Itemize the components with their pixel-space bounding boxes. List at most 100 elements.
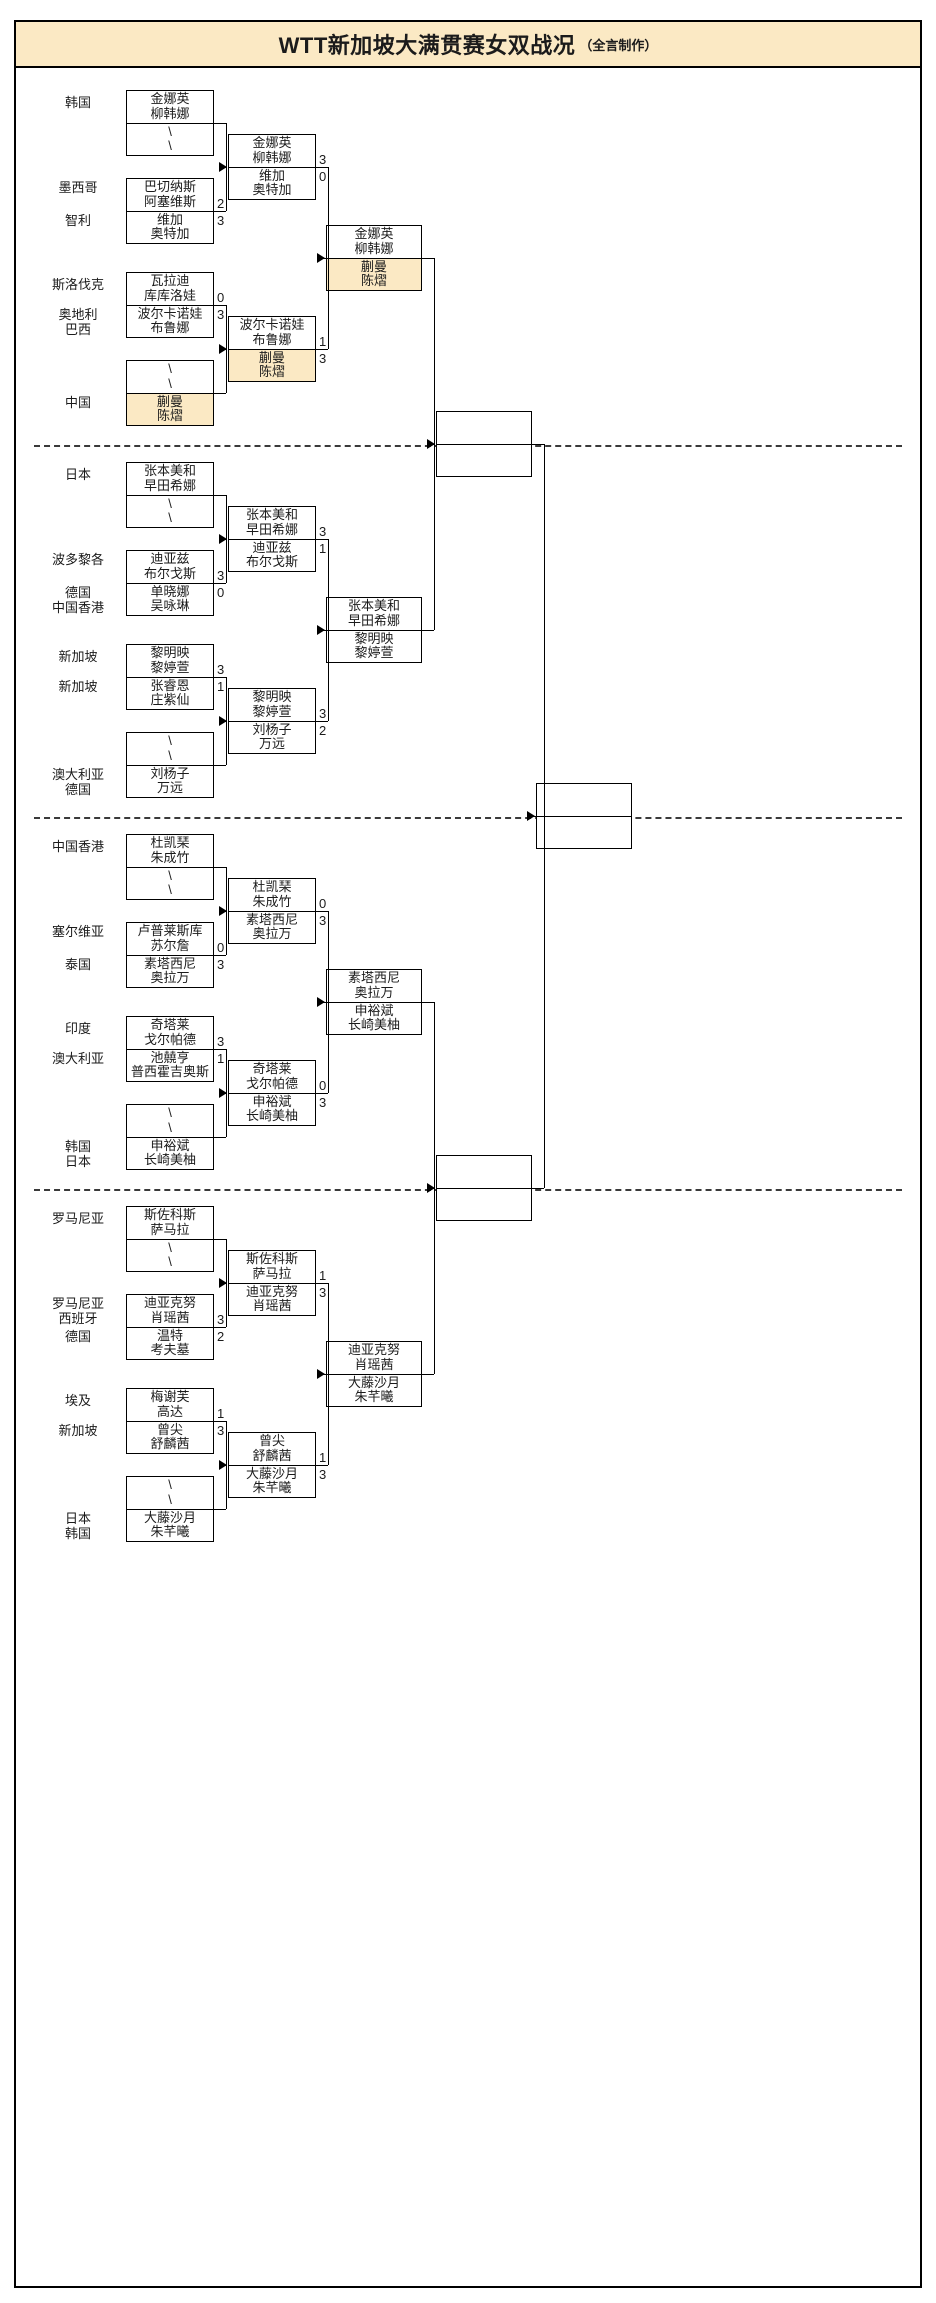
q3-qf-match[interactable]: 素塔西尼奥拉万申裕斌长崎美柚 <box>326 969 422 1035</box>
q4-r1-match-3[interactable]: 梅谢芙高达曾尖舒麟茜 <box>126 1388 214 1454</box>
connector-arrow <box>317 1369 325 1379</box>
connector-horizontal <box>214 955 226 956</box>
q2-r1-match-2[interactable]: 迪亚兹布尔戈斯单晓娜吴咏琳 <box>126 550 214 616</box>
q3-r1-match-3-top-score: 3 <box>217 1034 225 1049</box>
q4-r2-match-2-bottom-line1: 大藤沙月 <box>245 1465 298 1481</box>
q3-country-3: 塞尔维亚 <box>51 924 105 939</box>
q1-r1-match-4[interactable]: \\蒯曼陈熠 <box>126 360 214 426</box>
q4-r1-match-3-top-line2: 高达 <box>156 1403 183 1419</box>
q4-r1-match-1[interactable]: 斯佐科斯萨马拉\\ <box>126 1206 214 1272</box>
connector-horizontal <box>214 123 226 124</box>
q2-r1-match-3-top-line1: 黎明映 <box>150 645 190 661</box>
q3-r2-match-1[interactable]: 杜凯琹朱成竹素塔西尼奥拉万 <box>228 878 316 944</box>
q1-r1-match-2-bottom-score: 3 <box>217 213 225 228</box>
q3-r1-match-4-bottom-line1: 申裕斌 <box>150 1137 190 1153</box>
q4-country-5: 埃及 <box>64 1393 92 1408</box>
page-title: WTT新加坡大满贯赛女双战况 <box>278 33 576 58</box>
q4-qf-match-bottom-line2: 朱芊曦 <box>354 1389 394 1405</box>
q1-country-4: 智利 <box>64 213 92 228</box>
q1-qf-match-bottom-line2: 陈熠 <box>360 273 387 289</box>
q1-r1-match-2-top-line1: 巴切纳斯 <box>143 179 196 195</box>
q4-r1-match-4-bottom-line2: 朱芊曦 <box>150 1524 190 1540</box>
q4-country-1: 罗马尼亚 <box>51 1211 105 1226</box>
final-match[interactable] <box>536 783 632 849</box>
connector-horizontal <box>214 867 226 868</box>
q3-qf-match-bottom-line1: 申裕斌 <box>354 1002 394 1018</box>
q2-qf-match-top: 张本美和早田希娜 <box>327 598 421 630</box>
quadrant-divider-2 <box>34 817 902 819</box>
q2-r1-match-3-bottom-line2: 庄紫仙 <box>150 692 190 708</box>
q1-r2-match-2-bottom-line2: 陈熠 <box>258 364 285 380</box>
q2-country-5: 新加坡 <box>58 649 98 664</box>
q4-r1-match-4[interactable]: \\大藤沙月朱芊曦 <box>126 1476 214 1542</box>
q2-r1-match-4[interactable]: \\刘杨子万远 <box>126 732 214 798</box>
sf1-match[interactable] <box>436 411 532 477</box>
q2-r1-match-2-top-score: 3 <box>217 568 225 583</box>
q2-r2-match-1[interactable]: 张本美和早田希娜迪亚兹布尔戈斯 <box>228 506 316 572</box>
q1-r2-match-2-bottom-line1: 蒯曼 <box>258 349 285 365</box>
q2-r2-match-2-bottom-score: 2 <box>319 723 327 738</box>
q1-r2-match-2[interactable]: 波尔卡诺娃布鲁娜蒯曼陈熠 <box>228 316 316 382</box>
q3-r2-match-2[interactable]: 奇塔莱戈尔帕德申裕斌长崎美柚 <box>228 1060 316 1126</box>
q3-r1-match-3-top-line1: 奇塔莱 <box>150 1017 190 1033</box>
q1-qf-match-top: 金娜英柳韩娜 <box>327 226 421 258</box>
q1-r2-match-2-top-line2: 布鲁娜 <box>252 331 292 347</box>
q2-r2-match-1-bottom-line1: 迪亚兹 <box>252 539 292 555</box>
q3-country-8: 韩国日本 <box>64 1139 92 1169</box>
q3-qf-match-bottom-line2: 长崎美柚 <box>347 1017 400 1033</box>
q1-r1-match-1[interactable]: 金娜英柳韩娜\\ <box>126 90 214 156</box>
q3-r1-match-1[interactable]: 杜凯琹朱成竹\\ <box>126 834 214 900</box>
q4-r2-match-1-top-line1: 斯佐科斯 <box>245 1251 298 1267</box>
connector-horizontal <box>214 1421 226 1422</box>
q4-r1-match-3-bottom-line2: 舒麟茜 <box>150 1436 190 1452</box>
q4-qf-match-top: 迪亚克努肖瑶茜 <box>327 1342 421 1374</box>
sf2-match[interactable] <box>436 1155 532 1221</box>
q1-r1-match-2[interactable]: 巴切纳斯阿塞维斯维加奥特加 <box>126 178 214 244</box>
q2-r2-match-1-bottom-score: 1 <box>319 541 327 556</box>
q1-r1-match-3-top-line1: 瓦拉迪 <box>150 273 190 289</box>
q4-r2-match-1-top-score: 1 <box>319 1268 327 1283</box>
connector-arrow <box>427 439 435 449</box>
q4-r2-match-1[interactable]: 斯佐科斯萨马拉迪亚克努肖瑶茜 <box>228 1250 316 1316</box>
q4-r1-match-4-top-line2: \ <box>168 1491 172 1507</box>
q1-r2-match-1[interactable]: 金娜英柳韩娜维加奥特加 <box>228 134 316 200</box>
q1-r1-match-3[interactable]: 瓦拉迪库库洛娃波尔卡诺娃布鲁娜 <box>126 272 214 338</box>
connector-horizontal <box>316 349 328 350</box>
q2-r2-match-2-top: 黎明映黎婷萱 <box>229 689 315 721</box>
q4-r1-match-2-top-score: 3 <box>217 1312 225 1327</box>
connector-vertical <box>328 1283 329 1465</box>
q4-qf-match[interactable]: 迪亚克努肖瑶茜大藤沙月朱芊曦 <box>326 1341 422 1407</box>
q4-r1-match-2[interactable]: 迪亚克努肖瑶茜温特考夫墓 <box>126 1294 214 1360</box>
q4-r2-match-2[interactable]: 曾尖舒麟茜大藤沙月朱芊曦 <box>228 1432 316 1498</box>
q1-r1-match-2-top-score: 2 <box>217 196 225 211</box>
q1-qf-match-bottom-line1: 蒯曼 <box>360 258 387 274</box>
bracket-frame: WTT新加坡大满贯赛女双战况 （全言制作） 金娜英柳韩娜\\巴切纳斯阿塞维斯维加… <box>14 20 922 2288</box>
connector-horizontal <box>316 1465 328 1466</box>
q2-r1-match-1-bottom-line2: \ <box>168 510 172 526</box>
q2-qf-match[interactable]: 张本美和早田希娜黎明映黎婷萱 <box>326 597 422 663</box>
q3-r1-match-3-bottom-line2: 普西霍吉奥斯 <box>130 1064 209 1080</box>
q2-r2-match-1-top-line1: 张本美和 <box>245 507 298 523</box>
q2-r1-match-2-bottom-line2: 吴咏琳 <box>150 598 190 614</box>
q2-country-3: 波多黎各 <box>51 552 105 567</box>
q2-r2-match-2-bottom: 刘杨子万远 <box>229 720 315 754</box>
q4-country-6: 新加坡 <box>58 1423 98 1438</box>
q4-qf-match-bottom-line1: 大藤沙月 <box>347 1374 400 1390</box>
q3-r1-match-4[interactable]: \\申裕斌长崎美柚 <box>126 1104 214 1170</box>
connector-horizontal <box>214 765 226 766</box>
q2-r1-match-4-bottom: 刘杨子万远 <box>127 764 213 798</box>
q2-r1-match-1[interactable]: 张本美和早田希娜\\ <box>126 462 214 528</box>
q2-r1-match-2-bottom-score: 0 <box>217 585 225 600</box>
q2-r2-match-2[interactable]: 黎明映黎婷萱刘杨子万远 <box>228 688 316 754</box>
final-match-top <box>537 784 631 816</box>
q1-qf-match[interactable]: 金娜英柳韩娜蒯曼陈熠 <box>326 225 422 291</box>
q3-r1-match-3[interactable]: 奇塔莱戈尔帕德池㚁亨普西霍吉奥斯 <box>126 1016 214 1082</box>
connector-horizontal <box>214 1239 226 1240</box>
q1-r1-match-2-top-line2: 阿塞维斯 <box>143 193 196 209</box>
q2-country-4: 德国中国香港 <box>51 585 105 615</box>
q3-r1-match-2[interactable]: 卢普莱斯库苏尔詹素塔西尼奥拉万 <box>126 922 214 988</box>
q2-r1-match-3[interactable]: 黎明映黎婷萱张睿恩庄紫仙 <box>126 644 214 710</box>
connector-arrow <box>219 1088 227 1098</box>
q3-r2-match-2-bottom-line1: 申裕斌 <box>252 1093 292 1109</box>
q3-r1-match-2-bottom-line2: 奥拉万 <box>150 970 190 986</box>
